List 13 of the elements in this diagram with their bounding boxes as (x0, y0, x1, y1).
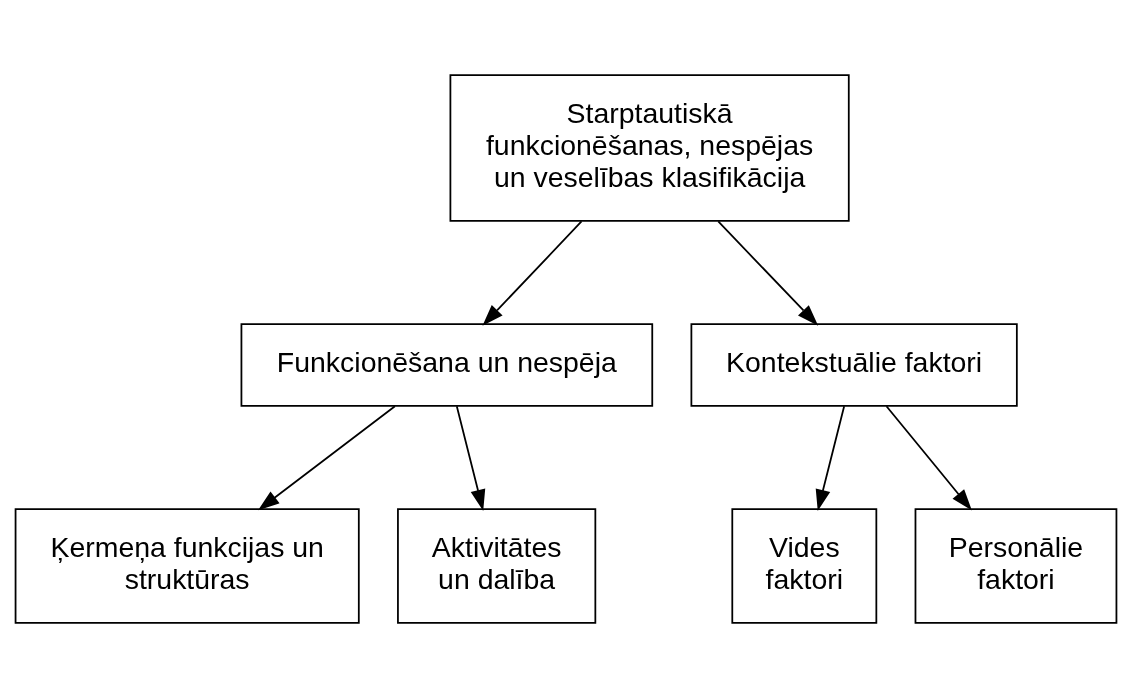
arrow (258, 405, 396, 511)
arrow (717, 220, 819, 326)
arrow (455, 405, 486, 511)
node-box: Vides faktori (731, 508, 878, 624)
node-box: Funkcionēšana un nespēja (240, 323, 654, 407)
arrow (815, 405, 846, 511)
node-box: Personālie faktori (914, 508, 1118, 624)
node-box: Starptautiskā funkcionēšanas, nespējas un veselības klasifikācija (449, 74, 850, 222)
node-box: Ķermeņa funkcijas un struktūras (14, 508, 360, 624)
node-box: Aktivitātes un dalība (397, 508, 597, 624)
arrow (885, 405, 972, 511)
node-box: Kontekstuālie faktori (690, 323, 1018, 407)
arrow (482, 220, 583, 326)
